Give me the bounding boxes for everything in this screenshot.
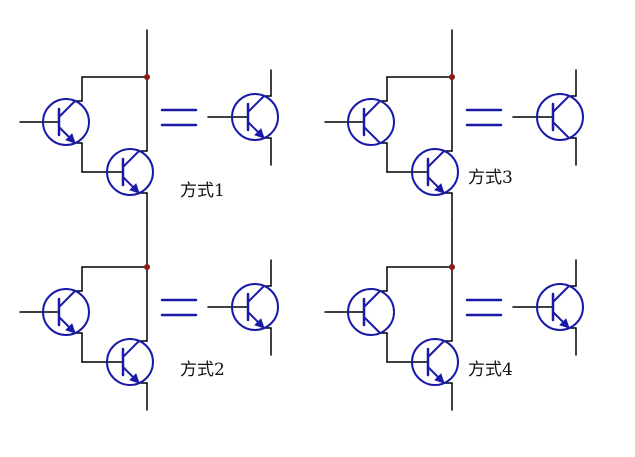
- emitter-lead: [247, 121, 265, 139]
- emitter-lead: [122, 366, 140, 384]
- panel-label: 方式4: [468, 360, 513, 380]
- transistor-q2: [411, 338, 459, 386]
- transistor-q2: [411, 148, 459, 196]
- junction-dot: [144, 264, 150, 270]
- collector-lead: [122, 150, 140, 168]
- transistor-circle: [536, 283, 584, 331]
- transistor-q1: [42, 98, 90, 146]
- collector-lead: [552, 95, 570, 113]
- emitter-lead: [427, 176, 445, 194]
- transistor-q1: [347, 288, 395, 336]
- emitter-arrow: [366, 129, 381, 144]
- emitter-lead: [427, 366, 445, 384]
- emitter-lead: [58, 316, 76, 334]
- emitter-arrow: [366, 319, 381, 334]
- transistor-circle: [106, 338, 154, 386]
- junction-dot: [449, 264, 455, 270]
- transistor-q1: [347, 98, 395, 146]
- transistor-circle: [42, 288, 90, 336]
- transistor-equivalent: [536, 93, 584, 141]
- transistor-q2: [106, 148, 154, 196]
- junction-dot: [449, 74, 455, 80]
- emitter-lead: [247, 311, 265, 329]
- transistor-circle: [536, 93, 584, 141]
- transistor-q2: [106, 338, 154, 386]
- transistor-circle: [411, 148, 459, 196]
- transistor-circle: [347, 98, 395, 146]
- transistor-circle: [411, 338, 459, 386]
- transistor-circle: [42, 98, 90, 146]
- collector-lead: [363, 290, 381, 308]
- panel-3: 方式3: [324, 29, 584, 221]
- transistor-circle: [347, 288, 395, 336]
- transistor-equivalent: [231, 283, 279, 331]
- collector-lead: [247, 285, 265, 303]
- collector-lead: [58, 290, 76, 308]
- transistor-q1: [42, 288, 90, 336]
- emitter-lead: [58, 126, 76, 144]
- collector-lead: [363, 100, 381, 118]
- panel-label: 方式2: [180, 360, 225, 380]
- collector-lead: [122, 340, 140, 358]
- collector-lead: [427, 150, 445, 168]
- collector-lead: [552, 285, 570, 303]
- panel-2: 方式2: [19, 219, 279, 411]
- panel-label: 方式1: [180, 181, 225, 201]
- collector-lead: [247, 95, 265, 113]
- transistor-circle: [231, 283, 279, 331]
- junction-dot: [144, 74, 150, 80]
- transistor-equivalent: [536, 283, 584, 331]
- transistor-circle: [106, 148, 154, 196]
- transistor-circle: [231, 93, 279, 141]
- panel-1: 方式1: [19, 29, 279, 221]
- collector-lead: [58, 100, 76, 118]
- collector-lead: [427, 340, 445, 358]
- emitter-lead: [552, 311, 570, 329]
- panel-4: 方式4: [324, 219, 584, 411]
- transistor-equivalent: [231, 93, 279, 141]
- panel-label: 方式3: [468, 168, 513, 188]
- emitter-lead: [122, 176, 140, 194]
- emitter-arrow: [555, 124, 570, 139]
